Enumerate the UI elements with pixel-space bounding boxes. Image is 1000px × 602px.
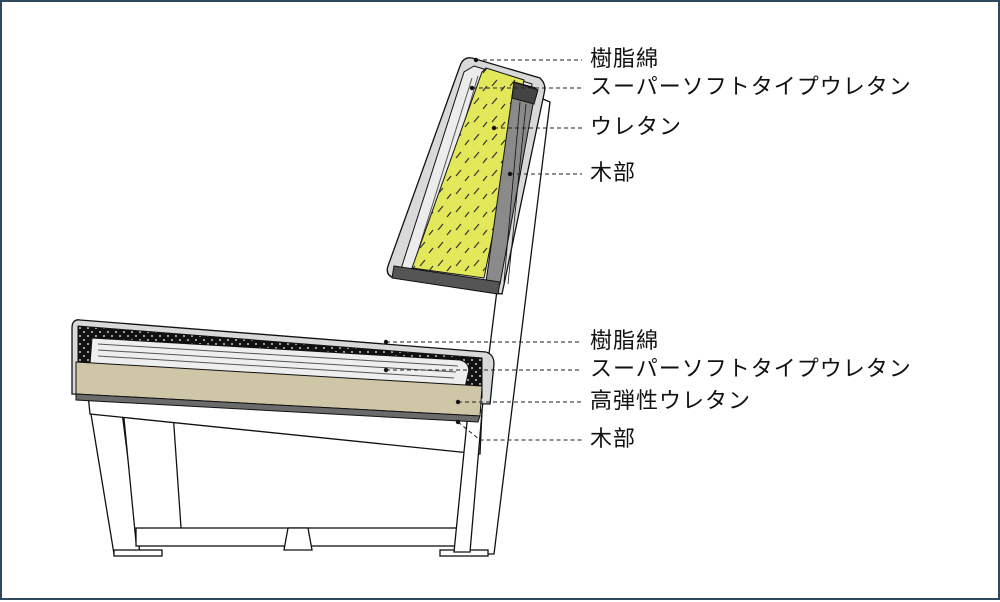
backrest-label-super-soft-urethane: スーパーソフトタイプウレタン — [590, 75, 912, 100]
center-foot — [283, 527, 313, 551]
backrest-label-wood: 木部 — [590, 161, 637, 186]
foot-left — [113, 549, 163, 557]
backrest-cross-section — [386, 57, 546, 295]
seat-wood — [75, 393, 481, 423]
backrest-label-urethane: ウレタン — [590, 115, 683, 140]
seat-cross-section — [71, 319, 495, 423]
seat-label-high-resilience-urethane: 高弾性ウレタン — [590, 389, 752, 414]
seat-label-polyester-wadding: 樹脂綿 — [590, 329, 660, 354]
seat-label-super-soft-urethane: スーパーソフトタイプウレタン — [590, 357, 912, 382]
leader-lines — [386, 59, 582, 441]
backrest-label-polyester-wadding: 樹脂綿 — [590, 47, 660, 72]
leader-dots — [383, 57, 513, 425]
seat-label-wood: 木部 — [590, 427, 637, 452]
